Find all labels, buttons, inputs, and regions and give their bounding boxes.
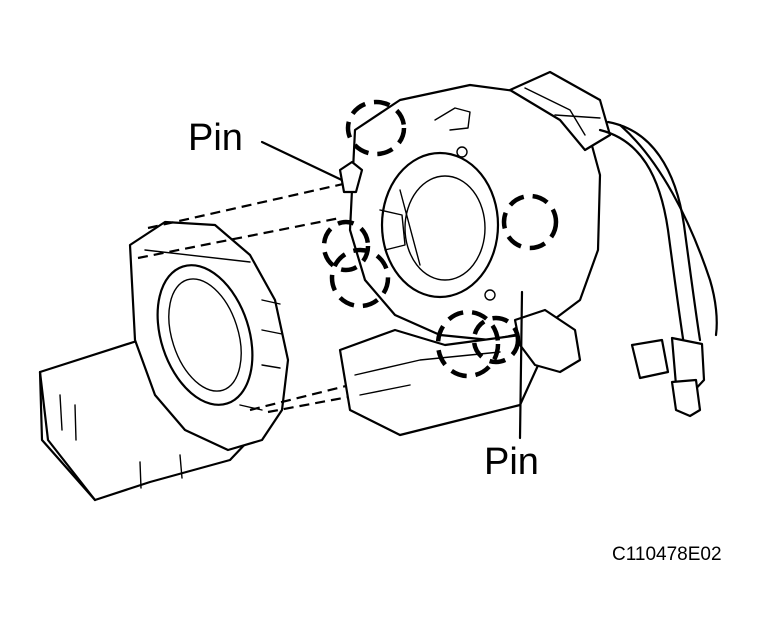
- steering-sensor-housing: [38, 220, 290, 502]
- pin-leader-lines: [260, 140, 524, 440]
- spiral-cable-body: [338, 70, 718, 437]
- clip-circle-left-lower: [329, 247, 391, 309]
- clip-circle-bottom-small: [471, 315, 521, 365]
- pin-bottom-leader: [518, 290, 524, 440]
- pin-label-top: Pin: [188, 117, 243, 159]
- clip-circle-bottom: [435, 309, 501, 379]
- pin-label-bottom: Pin: [484, 441, 539, 483]
- clip-circle-right: [501, 193, 559, 251]
- clip-marker-circles: [321, 99, 559, 379]
- clip-circle-left-upper: [321, 219, 371, 273]
- figure-code-label: C110478E02: [612, 544, 722, 565]
- clip-circle-top: [345, 99, 407, 157]
- pin-top-part: [338, 160, 364, 194]
- pin-top-leader: [260, 140, 348, 184]
